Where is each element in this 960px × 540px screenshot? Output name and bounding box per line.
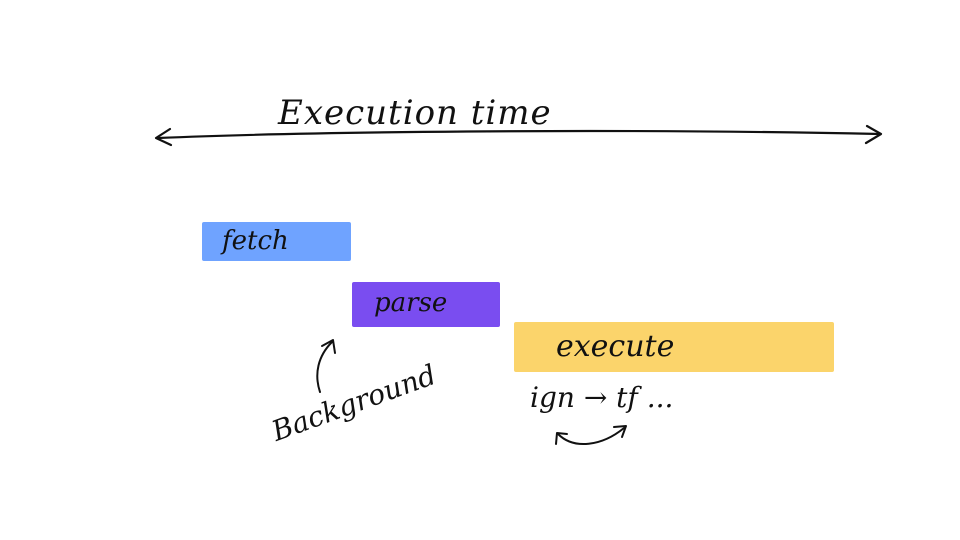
stage-bar-fetch [202,222,351,261]
ign-to-tf-annotation: ign → tf ... [530,381,674,414]
stage-bar-parse [352,282,500,327]
stage-bar-execute [514,322,834,372]
stage-label-execute: execute [556,329,675,364]
stage-label-parse: parse [374,288,448,318]
stage-label-fetch: fetch [222,226,289,256]
diagram-title: Execution time [278,93,552,133]
